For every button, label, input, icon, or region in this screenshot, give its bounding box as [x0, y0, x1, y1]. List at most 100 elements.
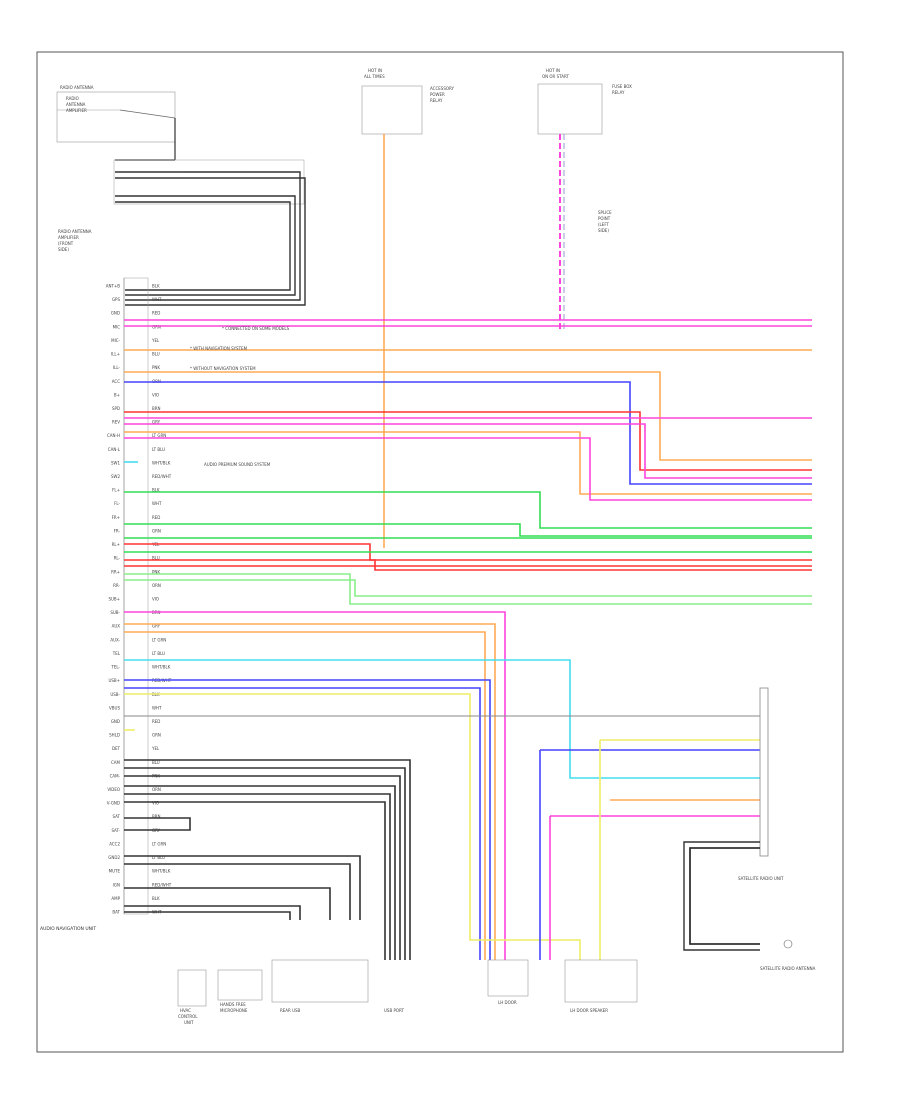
relay-2: HOT IN ON OR START FUSE BOX RELAY [537, 68, 632, 135]
wire-code: LT GRN [152, 841, 166, 846]
pin-label: GND2 [108, 855, 120, 860]
pin-label: SW1 [111, 460, 120, 465]
wire-code: GRN [152, 324, 161, 329]
pin-label: GND [111, 719, 120, 724]
svg-text:POWER: POWER [430, 92, 445, 97]
svg-text:SIDE): SIDE) [598, 228, 609, 233]
wire-code: LT BLU [152, 651, 165, 656]
pin-label: AUX [112, 624, 121, 629]
svg-text:HANDS FREE: HANDS FREE [220, 1002, 246, 1007]
main-unit-label: AUDIO NAVIGATION UNIT [40, 926, 96, 932]
svg-text:RADIO: RADIO [66, 96, 79, 101]
pin-label: SUB- [110, 610, 120, 615]
pin-label: CAN-L [108, 447, 121, 452]
svg-text:MICROPHONE: MICROPHONE [220, 1008, 248, 1013]
svg-text:ANTENNA: ANTENNA [66, 102, 86, 107]
svg-text:ACCESSORY: ACCESSORY [430, 86, 455, 91]
pin-label: VBUS [109, 705, 120, 710]
wire-code: LT BLU [152, 855, 165, 860]
pin-label: RL+ [112, 542, 120, 547]
pin-label: ILL- [113, 365, 121, 370]
wire-code: WHT [152, 297, 162, 302]
right-unit: SATELLITE RADIO UNIT [683, 687, 793, 951]
pin-label: ACC [112, 379, 120, 384]
pin-label: AUX- [110, 637, 120, 642]
pin-label: REV [112, 420, 120, 425]
svg-text:(FRONT: (FRONT [58, 241, 74, 246]
wire-code: WHT [152, 705, 162, 710]
pin-label: SAT- [111, 828, 120, 833]
wire-code: PNK [152, 365, 160, 370]
wire-code: VIO [152, 801, 159, 806]
wire-code: WHT [152, 501, 162, 506]
wire-code: RED [152, 719, 160, 724]
wire-code: ORN [152, 583, 161, 588]
svg-text:POINT: POINT [598, 216, 611, 221]
pin-label: RL- [114, 556, 121, 561]
wire-code: GRN [152, 733, 161, 738]
pin-label: SUB+ [108, 597, 120, 602]
svg-text:SIDE): SIDE) [58, 247, 69, 252]
svg-text:LH DOOR SPEAKER: LH DOOR SPEAKER [570, 1008, 608, 1013]
svg-text:FUSE BOX: FUSE BOX [612, 84, 632, 89]
wire-code: GRY [152, 624, 161, 629]
pin-label: AMP [111, 896, 120, 901]
pin-label: TEL [112, 651, 121, 656]
wire-code: BLK [152, 284, 160, 289]
pin-label: ANT+B [106, 284, 121, 289]
wire-code: VIO [152, 597, 159, 602]
main-unit: AUDIO NAVIGATION UNIT [40, 277, 149, 932]
svg-text:AMPLIFIER: AMPLIFIER [66, 108, 87, 113]
wire-code: RED/WHT [152, 474, 172, 479]
svg-text:ALL TIMES: ALL TIMES [364, 74, 385, 79]
diagram-frame [36, 51, 844, 1053]
svg-text:SATELLITE RADIO ANTENNA: SATELLITE RADIO ANTENNA [760, 966, 816, 971]
wire-code: BLK [152, 488, 160, 493]
svg-text:RELAY: RELAY [430, 98, 443, 103]
wire-code: RED [152, 515, 160, 520]
wire-code: LT GRN [152, 637, 166, 642]
svg-text:UNIT: UNIT [184, 1020, 194, 1025]
pin-label: MUTE [109, 869, 121, 874]
pin-label: MIC- [111, 338, 120, 343]
svg-text:* WITH NAVIGATION SYSTEM: * WITH NAVIGATION SYSTEM [190, 346, 248, 351]
wire-code: BRN [152, 814, 161, 819]
pin-label: SAT [113, 814, 121, 819]
wire-code: WHT/BLK [152, 869, 171, 874]
wire-code: BRN [152, 406, 161, 411]
svg-text:RELAY: RELAY [612, 90, 625, 95]
svg-text:AUDIO PREMIUM SOUND SYSTEM: AUDIO PREMIUM SOUND SYSTEM [204, 462, 271, 467]
antenna-block: RADIO ANTENNA RADIO ANTENNA AMPLIFIER [56, 85, 176, 161]
antenna-control-label: RADIO ANTENNA [58, 229, 92, 234]
svg-text:* WITHOUT NAVIGATION SYSTEM: * WITHOUT NAVIGATION SYSTEM [190, 366, 256, 371]
bottom-components: HVAC CONTROL UNIT HANDS FREE MICROPHONE … [177, 959, 816, 1025]
pin-label: IGN [113, 882, 120, 887]
pin-label: DET [112, 746, 121, 751]
pin-label: USB+ [108, 678, 120, 683]
svg-text:REAR USB: REAR USB [280, 1008, 301, 1013]
pin-label: MIC [113, 324, 121, 329]
pin-label: CAM [111, 760, 121, 765]
pin-label: GPS [112, 297, 121, 302]
pin-label: CAN-H [107, 433, 120, 438]
wire-code: BLU [152, 352, 160, 357]
svg-text:SPLICE: SPLICE [598, 210, 612, 215]
pin-label: TEL- [110, 665, 120, 670]
pin-label: ILL+ [111, 352, 120, 357]
pin-label: SPD [112, 406, 120, 411]
pin-label: SW2 [111, 474, 120, 479]
pin-label: FL- [114, 501, 120, 506]
wire-code: WHT/BLK [152, 665, 171, 670]
wire-code: BLU [152, 760, 160, 765]
svg-text:(LEFT: (LEFT [598, 222, 610, 227]
svg-text:LH DOOR: LH DOOR [498, 1000, 517, 1005]
wire-code: WHT/BLK [152, 460, 171, 465]
svg-text:AMPLIFIER: AMPLIFIER [58, 235, 79, 240]
svg-text:HVAC: HVAC [180, 1008, 191, 1013]
right-unit-label: SATELLITE RADIO UNIT [738, 876, 784, 881]
diagram-notes: * CONNECTED ON SOME MODELS * WITH NAVIGA… [190, 326, 290, 467]
pin-label: RR+ [111, 569, 120, 574]
pin-label: ACC2 [109, 841, 120, 846]
svg-text:HOT IN: HOT IN [368, 68, 382, 73]
